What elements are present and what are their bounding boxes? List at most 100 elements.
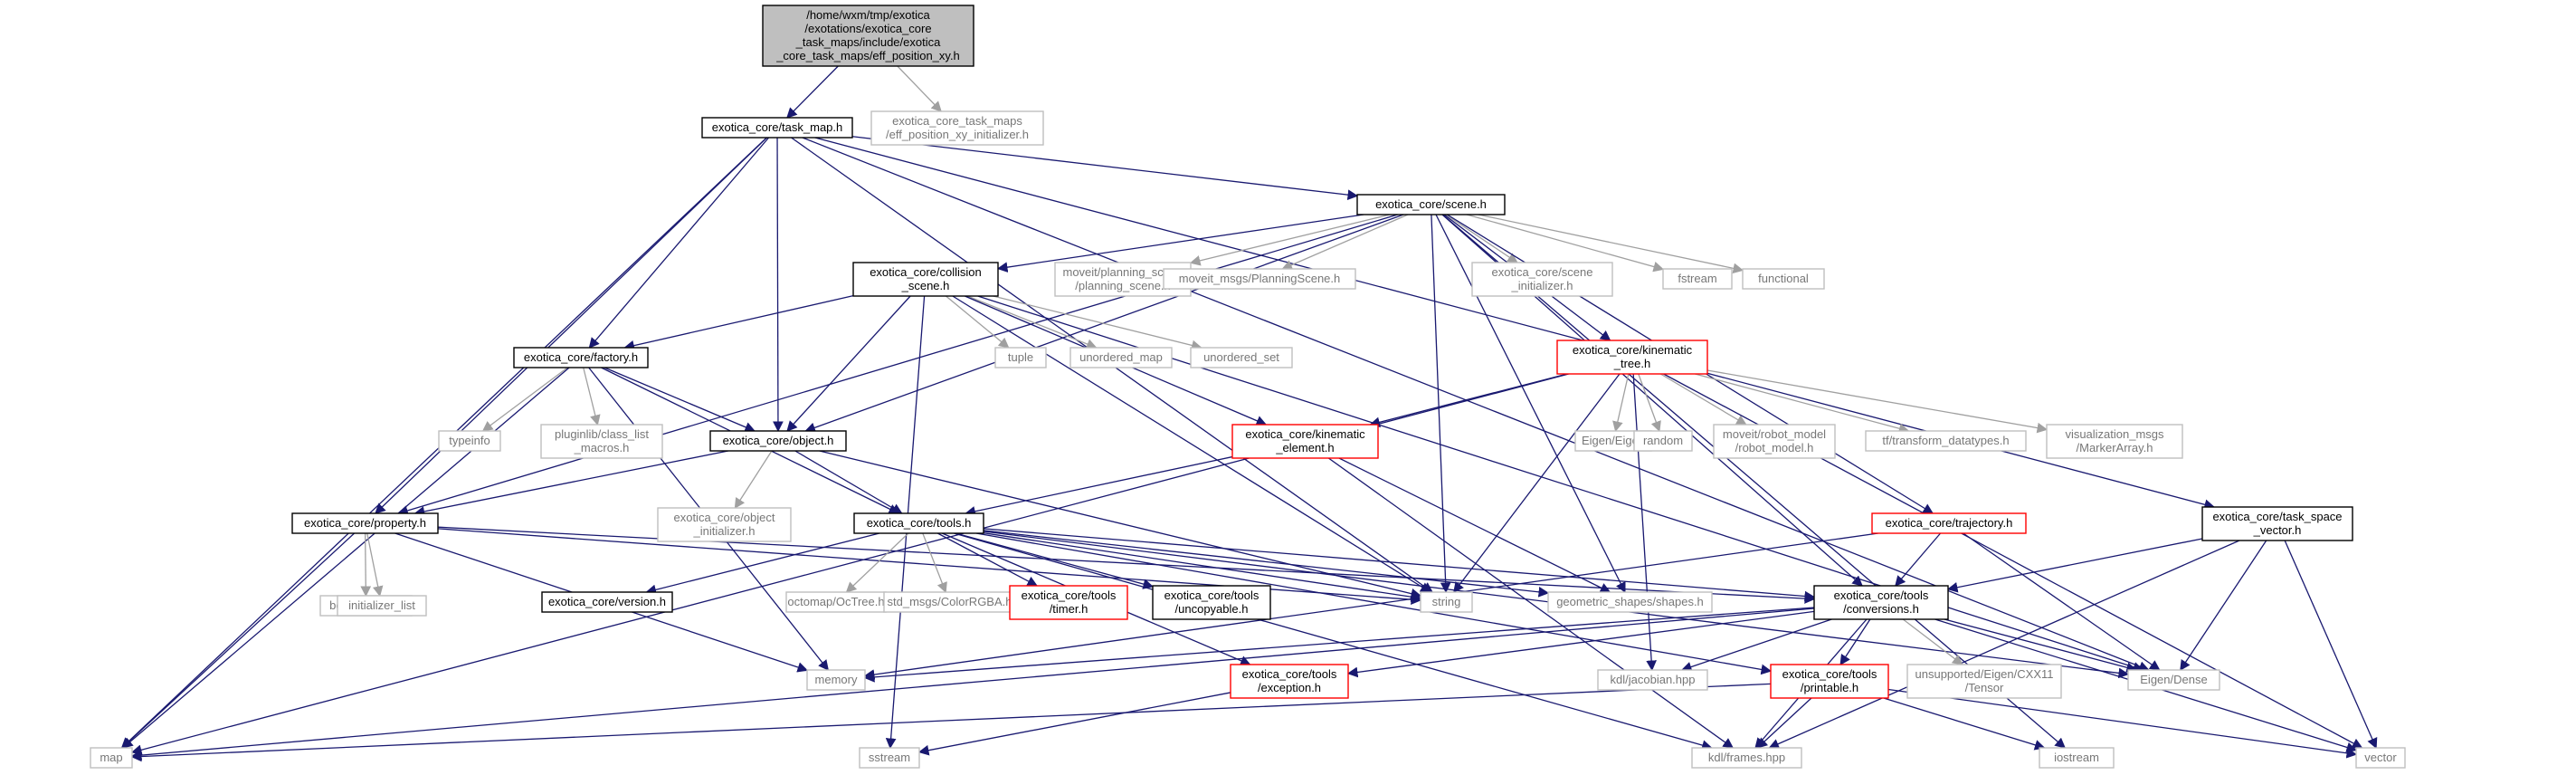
edge-task_space-to-dense	[2180, 540, 2267, 671]
node-label-line: exotica_core/trajectory.h	[1886, 516, 2013, 530]
node-label-line: _initializer.h	[1511, 279, 1573, 292]
edge-kin_tree-to-robot_model	[1659, 373, 1747, 426]
node-timer[interactable]: exotica_core/tools/timer.h	[1009, 585, 1128, 620]
edge-tools-to-string	[983, 532, 1422, 602]
edge-property-to-string	[437, 528, 1422, 605]
node-conversions[interactable]: exotica_core/tools/conversions.h	[1813, 585, 1949, 620]
node-box	[1163, 268, 1356, 290]
node-label-line: sstream	[869, 751, 910, 764]
edge-kin_tree-to-string	[1453, 373, 1621, 593]
node-uncopyable[interactable]: exotica_core/tools/uncopyable.h	[1152, 585, 1271, 620]
node-kin-elem[interactable]: exotica_core/kinematic_element.h	[1231, 424, 1379, 459]
node-label-line: /home/wxm/tmp/exotica	[806, 8, 930, 22]
node-task-space[interactable]: exotica_core/task_space_vector.h	[2201, 506, 2353, 541]
node-label-line: exotica_core/object	[673, 511, 775, 524]
node-box	[709, 430, 847, 452]
node-label-line: tf/transform_datatypes.h	[1882, 434, 2009, 447]
node-property[interactable]: exotica_core/property.h	[291, 512, 439, 534]
edge-scene-to-object	[804, 214, 1404, 433]
node-factory[interactable]: exotica_core/factory.h	[513, 347, 649, 368]
edge-factory-to-typeinfo	[481, 367, 568, 432]
node-label-line: exotica_core/version.h	[548, 595, 666, 608]
edge-collision-to-string	[952, 295, 1431, 593]
node-label-line: exotica_core/factory.h	[524, 350, 638, 364]
node-box	[2355, 747, 2406, 769]
node-exception[interactable]: exotica_core/tools/exception.h	[1230, 664, 1349, 699]
node-collision[interactable]: exotica_core/collision_scene.h	[852, 262, 999, 297]
node-box	[1813, 585, 1949, 620]
node-label-line: exotica_core/tools	[1164, 588, 1259, 602]
edge-scene-to-string	[1431, 214, 1451, 594]
node-label-line: map	[100, 751, 122, 764]
node-label-line: _initializer.h	[693, 524, 756, 538]
node-msgs-ps: moveit_msgs/PlanningScene.h	[1163, 268, 1356, 290]
edge-root-to-task_map	[786, 65, 839, 119]
node-map: map	[90, 747, 133, 769]
node-marker: visualization_msgs/MarkerArray.h	[2046, 424, 2183, 459]
edge-conversions-to-map	[130, 608, 1815, 761]
edge-task_space-to-frames	[1768, 540, 2240, 750]
node-init-list: initializer_list	[337, 595, 427, 617]
node-label-line: exotica_core/scene.h	[1375, 197, 1487, 211]
node-printable[interactable]: exotica_core/tools/printable.h	[1770, 664, 1889, 699]
node-box	[438, 430, 501, 452]
edge-root-to-eff_init	[897, 65, 942, 112]
node-box	[1471, 262, 1613, 297]
edge-factory-to-pluginlib	[583, 367, 601, 426]
node-label-line: initializer_list	[348, 598, 415, 612]
node-box	[2201, 506, 2353, 541]
edge-factory-to-object	[604, 367, 756, 433]
node-label-line: /conversions.h	[1843, 602, 1919, 616]
edge-exception-to-sstream	[917, 692, 1231, 756]
node-label-line: unordered_map	[1079, 350, 1163, 364]
node-tf-types: tf/transform_datatypes.h	[1865, 430, 2027, 452]
node-box	[1556, 340, 1708, 375]
edge-property-to-map	[121, 532, 356, 749]
node-kin-tree[interactable]: exotica_core/kinematic_tree.h	[1556, 340, 1708, 375]
node-memory: memory	[806, 669, 866, 691]
node-label-line: kdl/jacobian.hpp	[1611, 673, 1696, 686]
node-root[interactable]: /home/wxm/tmp/exotica/exotations/exotica…	[762, 5, 974, 67]
node-tensor: unsupported/Eigen/CXX11/Tensor	[1906, 664, 2062, 699]
node-label-line: unordered_set	[1203, 350, 1279, 364]
node-label-line: std_msgs/ColorRGBA.h	[888, 595, 1012, 608]
node-label-line: moveit/robot_model	[1723, 427, 1826, 441]
node-label-line: exotica_core/collision	[870, 265, 982, 279]
node-scene[interactable]: exotica_core/scene.h	[1356, 194, 1506, 215]
node-box	[762, 5, 974, 67]
node-box	[852, 262, 999, 297]
node-tools[interactable]: exotica_core/tools.h	[853, 512, 984, 534]
edge-task_map-to-factory	[588, 137, 770, 349]
node-tuple: tuple	[994, 347, 1047, 368]
edge-collision-to-tuple	[946, 295, 1010, 349]
edge-tools-to-frames	[954, 532, 1713, 751]
node-dense: Eigen/Dense	[2127, 669, 2220, 691]
node-box	[1190, 347, 1293, 368]
node-label-line: exotica_core/tools	[1782, 667, 1877, 681]
node-vector: vector	[2355, 747, 2406, 769]
edge-task_map-to-object	[773, 137, 784, 433]
edge-scene-to-geom	[1435, 214, 1626, 594]
node-label-line: exotica_core/object.h	[723, 434, 834, 447]
edge-object-to-string	[819, 450, 1422, 599]
edge-trajectory-to-conversions	[1895, 532, 1942, 587]
node-label-line: unsupported/Eigen/CXX11	[1915, 667, 2054, 681]
node-box	[1662, 268, 1733, 290]
edge-conversions-to-jacobian	[1680, 618, 1832, 673]
node-box	[1713, 424, 1836, 459]
node-label-line: Eigen/Dense	[2140, 673, 2207, 686]
node-box	[2127, 669, 2220, 691]
node-task-map[interactable]: exotica_core/task_map.h	[701, 117, 853, 139]
node-object[interactable]: exotica_core/object.h	[709, 430, 847, 452]
edge-kin_tree-to-random	[1638, 373, 1661, 433]
node-box	[1152, 585, 1271, 620]
node-label-line: fstream	[1678, 272, 1716, 285]
node-trajectory[interactable]: exotica_core/trajectory.h	[1871, 512, 2027, 534]
node-jacobian: kdl/jacobian.hpp	[1597, 669, 1708, 691]
node-version[interactable]: exotica_core/version.h	[541, 591, 673, 613]
edge-conversions-to-dense	[1944, 618, 2138, 673]
node-label-line: _vector.h	[2253, 523, 2302, 537]
edge-printable-to-vector	[1887, 688, 2358, 759]
edge-task_space-to-conversions	[1946, 538, 2203, 593]
